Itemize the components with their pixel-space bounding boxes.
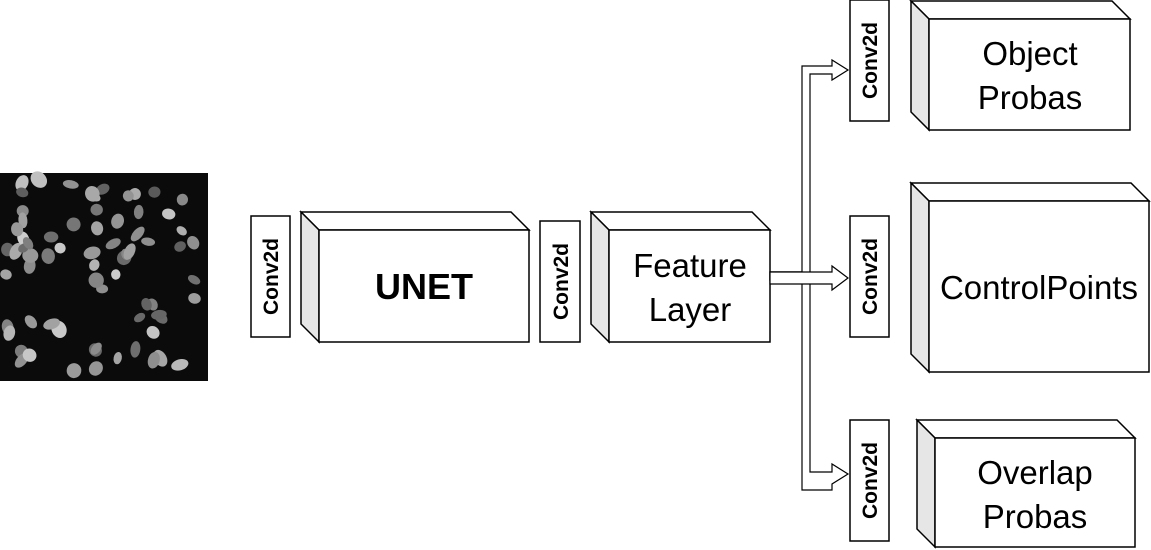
nucleus-blob: [130, 226, 145, 242]
nucleus-blob: [123, 243, 136, 260]
overlap-probas-label-line1: Overlap: [977, 454, 1093, 491]
conv2d-label-controlpoints: Conv2d: [859, 238, 882, 315]
conv2d-block-controlpoints: Conv2d: [849, 215, 890, 338]
object-probas-block: Object Probas: [909, 0, 1132, 132]
nucleus-blob: [88, 272, 104, 288]
feature-layer-block: Feature Layer: [589, 210, 772, 344]
nucleus-blob: [22, 248, 39, 263]
nucleus-blob: [176, 193, 189, 206]
nucleus-blob: [54, 242, 66, 254]
nucleus-blob: [43, 318, 60, 330]
nucleus-blob: [111, 269, 121, 280]
nucleus-blob: [148, 186, 161, 198]
nucleus-blob: [22, 237, 34, 250]
arrow-to-object-probas: [769, 58, 850, 281]
nucleus-blob: [16, 205, 29, 217]
nucleus-blob: [171, 358, 189, 371]
conv2d-block-1: Conv2d: [250, 215, 291, 338]
arrow-to-overlap-probas: [769, 271, 850, 491]
nucleus-blob: [66, 217, 81, 232]
conv2d-label-object: Conv2d: [859, 22, 882, 99]
nucleus-blob: [90, 203, 103, 216]
branch-arrows: [769, 58, 850, 491]
nucleus-blob: [16, 187, 29, 198]
nucleus-blob: [147, 351, 160, 369]
control-points-block: ControlPoints: [909, 181, 1151, 374]
nucleus-blob: [130, 341, 141, 358]
nucleus-blob: [134, 312, 146, 323]
nucleus-blob: [30, 171, 48, 188]
nucleus-blob: [11, 222, 24, 237]
nucleus-blob: [146, 326, 160, 339]
nucleus-blob: [122, 190, 134, 202]
nucleus-blob: [66, 363, 82, 379]
unet-block: UNET: [299, 210, 531, 344]
conv2d-block-overlap: Conv2d: [849, 419, 890, 542]
nucleus-blob: [174, 241, 186, 252]
object-probas-label-line2: Probas: [978, 79, 1083, 116]
nucleus-blob: [141, 237, 156, 246]
unet-label: UNET: [375, 266, 473, 307]
object-probas-label-line1: Object: [982, 35, 1077, 72]
nucleus-blob: [89, 259, 100, 271]
nucleus-blob: [151, 309, 167, 320]
nucleus-blob: [188, 293, 201, 304]
feature-layer-label-line2: Layer: [649, 291, 732, 328]
nucleus-blob: [162, 208, 176, 220]
nucleus-blob: [176, 226, 187, 236]
nucleus-blob: [24, 315, 38, 329]
feature-layer-label-line1: Feature: [633, 247, 747, 284]
overlap-probas-label-line2: Probas: [983, 498, 1088, 535]
nucleus-blob: [41, 248, 55, 264]
nucleus-blob: [113, 351, 122, 365]
nucleus-blob: [90, 342, 102, 355]
nucleus-blob: [187, 235, 200, 250]
nucleus-blob: [83, 246, 101, 260]
nucleus-blob: [0, 269, 12, 280]
nucleus-blob: [105, 238, 121, 250]
nucleus-blob: [62, 180, 79, 189]
overlap-probas-block: Overlap Probas: [915, 418, 1137, 549]
conv2d-label-2: Conv2d: [550, 243, 573, 320]
input-image: [0, 171, 208, 381]
nucleus-blob: [15, 175, 29, 192]
conv2d-block-object: Conv2d: [849, 0, 890, 122]
conv2d-label-1: Conv2d: [260, 238, 283, 315]
arrow-to-control-points: [769, 264, 849, 292]
control-points-label: ControlPoints: [940, 269, 1138, 306]
nucleus-blob: [141, 298, 152, 311]
nucleus-blob: [43, 231, 59, 243]
nucleus-blob: [111, 213, 125, 229]
conv2d-block-2: Conv2d: [539, 220, 581, 343]
conv2d-label-overlap: Conv2d: [859, 442, 882, 519]
nucleus-blob: [85, 185, 100, 202]
nucleus-blob: [3, 325, 16, 341]
nucleus-blob: [187, 275, 201, 285]
nucleus-blob: [91, 221, 104, 236]
nucleus-blob: [96, 183, 110, 195]
nucleus-blob: [88, 361, 103, 376]
nucleus-blob: [133, 204, 144, 220]
nucleus-blob: [22, 348, 37, 362]
